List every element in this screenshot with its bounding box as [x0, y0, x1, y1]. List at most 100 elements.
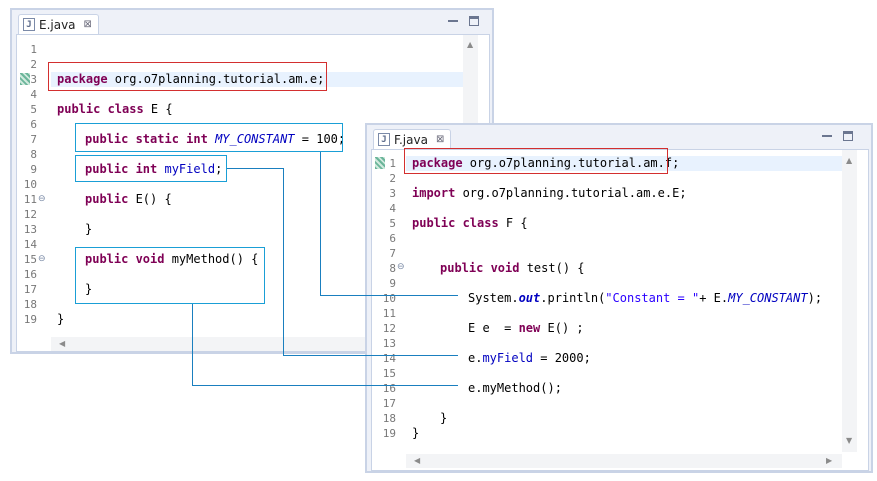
code-line-3: import org.o7planning.tutorial.am.e.E;: [412, 186, 687, 200]
scroll-down-icon[interactable]: ▼: [846, 436, 853, 445]
minimize-icon[interactable]: [448, 16, 458, 22]
line-number: 19: [382, 427, 396, 440]
code-line-15: public void myMethod() {: [85, 252, 259, 266]
line-number: 6: [389, 232, 396, 245]
line-number: 11: [23, 193, 37, 206]
connector-line: [320, 152, 321, 295]
line-number: 17: [23, 283, 37, 296]
line-number: 10: [382, 292, 396, 305]
fold-icon[interactable]: ⊖: [397, 262, 405, 272]
line-number: 16: [23, 268, 37, 281]
package-f-highlight-box: [404, 148, 668, 174]
code-line-10: System.out.println("Constant = "+ E.MY_C…: [468, 291, 823, 305]
code-line-5: public class F {: [412, 216, 528, 230]
scroll-left-icon[interactable]: ◀: [414, 456, 421, 465]
line-number: 2: [30, 58, 37, 71]
line-number: 14: [23, 238, 37, 251]
scroll-up-icon[interactable]: ▲: [467, 40, 474, 49]
line-number: 1: [30, 43, 37, 56]
line-number: 3: [30, 73, 37, 86]
line-number: 6: [30, 118, 37, 131]
line-number: 5: [30, 103, 37, 116]
code-line-13: }: [85, 222, 93, 236]
connector-line: [283, 355, 458, 356]
line-number: 5: [389, 217, 396, 230]
tab-e-java[interactable]: J E.java ⊠: [18, 14, 99, 34]
constant-highlight-box: [75, 123, 343, 152]
code-line-17: }: [85, 282, 93, 296]
change-marker-icon: [375, 157, 385, 169]
code-line-18: }: [440, 411, 448, 425]
field-highlight-box: [75, 155, 227, 182]
close-icon[interactable]: ⊠: [435, 134, 445, 145]
fold-icon[interactable]: ⊖: [38, 194, 46, 204]
line-number: 12: [23, 208, 37, 221]
line-number: 1: [389, 157, 396, 170]
current-line-highlight: [51, 72, 463, 87]
code-line-7: public static int MY_CONSTANT = 100;: [85, 132, 346, 146]
line-number: 8: [389, 262, 396, 275]
code-line-9: public int myField;: [85, 162, 223, 176]
code-line-14: e.myField = 2000;: [468, 351, 591, 365]
line-number: 8: [30, 148, 37, 161]
tab-label: E.java: [39, 17, 76, 32]
java-file-icon: J: [378, 133, 390, 146]
current-line-highlight: [406, 156, 842, 171]
line-number: 11: [382, 307, 396, 320]
horizontal-scrollbar[interactable]: ◀: [51, 337, 463, 351]
method-highlight-box: [75, 247, 265, 304]
e-tab-bar: J E.java ⊠: [12, 10, 492, 34]
line-number: 7: [30, 133, 37, 146]
line-number: 13: [382, 337, 396, 350]
minimize-icon[interactable]: [822, 131, 832, 137]
horizontal-scrollbar[interactable]: ◀ ▶: [406, 454, 842, 468]
line-number: 4: [389, 202, 396, 215]
change-marker-icon: [20, 73, 30, 85]
line-number: 17: [382, 397, 396, 410]
line-number: 10: [23, 178, 37, 191]
code-line-19: }: [57, 312, 65, 326]
code-line-16: e.myMethod();: [468, 381, 562, 395]
tab-label: F.java: [394, 132, 428, 147]
line-number: 12: [382, 322, 396, 335]
line-number: 2: [389, 172, 396, 185]
line-number: 18: [382, 412, 396, 425]
line-number: 3: [389, 187, 396, 200]
line-number: 15: [382, 367, 396, 380]
code-line-8: public void test() {: [440, 261, 585, 275]
line-number: 13: [23, 223, 37, 236]
line-number: 19: [23, 313, 37, 326]
line-number: 18: [23, 298, 37, 311]
line-number: 7: [389, 247, 396, 260]
code-line-5: public class E {: [57, 102, 173, 116]
vertical-scrollbar[interactable]: ▲ ▼: [842, 150, 857, 452]
line-number: 9: [30, 163, 37, 176]
close-icon[interactable]: ⊠: [83, 19, 92, 30]
line-number: 16: [382, 382, 396, 395]
maximize-icon[interactable]: [843, 131, 853, 141]
connector-line: [192, 385, 458, 386]
connector-line: [320, 295, 458, 296]
scroll-right-icon[interactable]: ▶: [826, 456, 833, 465]
scroll-left-icon[interactable]: ◀: [59, 339, 66, 348]
code-line-11: public E() {: [85, 192, 172, 206]
tab-f-java[interactable]: J F.java ⊠: [373, 129, 452, 149]
line-number: 15: [23, 253, 37, 266]
maximize-icon[interactable]: [469, 16, 479, 26]
connector-line: [192, 304, 193, 385]
code-line-12: E e = new E() ;: [468, 321, 584, 335]
code-line-19: }: [412, 426, 420, 440]
scroll-up-icon[interactable]: ▲: [846, 156, 853, 165]
connector-line: [283, 168, 284, 355]
package-e-highlight-box: [48, 62, 327, 91]
code-line-1: package org.o7planning.tutorial.am.f;: [412, 156, 680, 170]
java-file-icon: J: [23, 18, 35, 31]
line-number: 4: [30, 88, 37, 101]
code-line-3: package org.o7planning.tutorial.am.e;: [57, 72, 325, 86]
line-number: 14: [382, 352, 396, 365]
line-number: 9: [389, 277, 396, 290]
connector-line: [227, 168, 283, 169]
fold-icon[interactable]: ⊖: [38, 254, 46, 264]
